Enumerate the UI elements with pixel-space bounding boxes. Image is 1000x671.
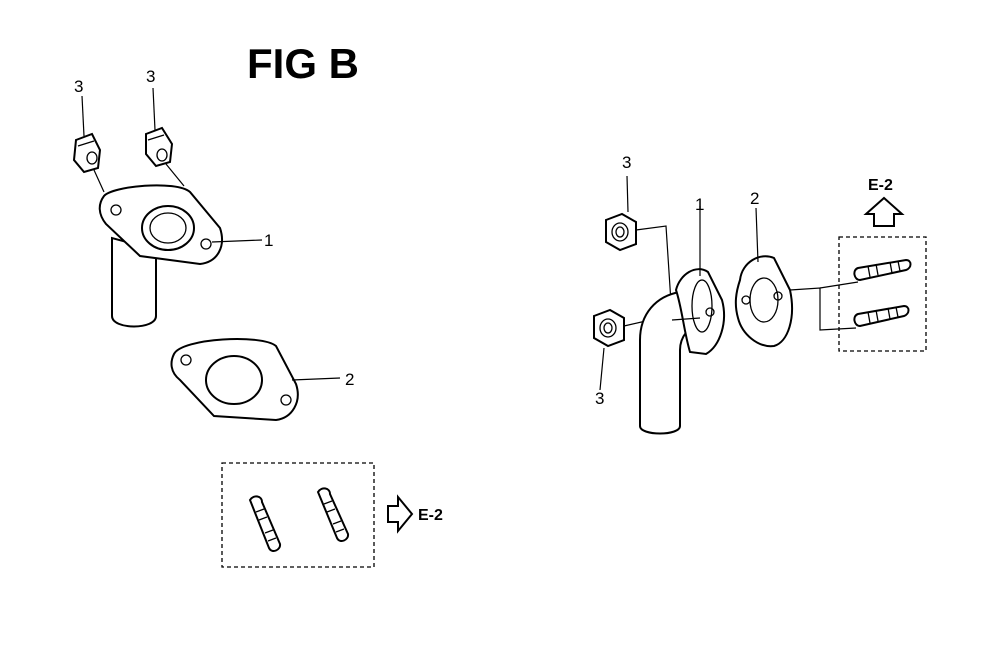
leader-right-nut-bottom xyxy=(599,347,605,391)
left-exploded-view: 3 3 1 2 E-2 xyxy=(72,67,443,568)
guide-left-bolt-b xyxy=(165,163,185,187)
right-stud-box xyxy=(838,236,927,352)
left-callout-gasket: 2 xyxy=(345,370,354,389)
right-arrow-up-icon xyxy=(863,196,905,227)
left-reference-label: E-2 xyxy=(418,507,443,524)
right-stud-a xyxy=(853,258,912,282)
guide-right-nut-top xyxy=(635,225,673,319)
right-callout-elbow-flange: 1 xyxy=(695,195,704,214)
leader-right-gasket xyxy=(755,207,759,263)
leader-left-bolt-b xyxy=(152,87,156,131)
right-nut-bottom xyxy=(593,308,625,348)
right-nut-top xyxy=(605,212,637,252)
right-reference-label: E-2 xyxy=(868,177,893,194)
left-callout-bolt-b: 3 xyxy=(146,67,155,86)
leader-right-nut-top xyxy=(626,175,629,213)
left-callout-elbow-flange: 1 xyxy=(264,231,273,250)
right-callout-gasket: 2 xyxy=(750,189,759,208)
right-callout-nut-bottom: 3 xyxy=(595,389,604,408)
left-gasket xyxy=(170,338,299,422)
guide-left-bolt-a xyxy=(93,169,105,193)
right-elbow-flange xyxy=(639,268,726,435)
figure-title: FIG B xyxy=(247,40,359,87)
left-arrow-right-icon xyxy=(387,494,414,534)
right-gasket xyxy=(734,255,794,348)
left-callout-bolt-a: 3 xyxy=(74,77,83,96)
leader-left-bolt-a xyxy=(81,95,85,137)
right-callout-nut-top: 3 xyxy=(622,153,631,172)
guide-right-gasket-lower xyxy=(789,287,857,331)
right-stud-b xyxy=(853,304,910,328)
left-bolt-a xyxy=(72,132,102,174)
right-exploded-view: 3 3 1 2 E-2 xyxy=(593,153,927,435)
leader-left-gasket xyxy=(291,377,341,381)
left-stud-box xyxy=(221,462,375,568)
leader-left-elbow xyxy=(211,239,263,243)
left-bolt-b xyxy=(145,126,174,168)
left-stud-a xyxy=(248,495,282,552)
left-elbow-flange xyxy=(98,184,223,328)
left-stud-b xyxy=(316,487,350,542)
